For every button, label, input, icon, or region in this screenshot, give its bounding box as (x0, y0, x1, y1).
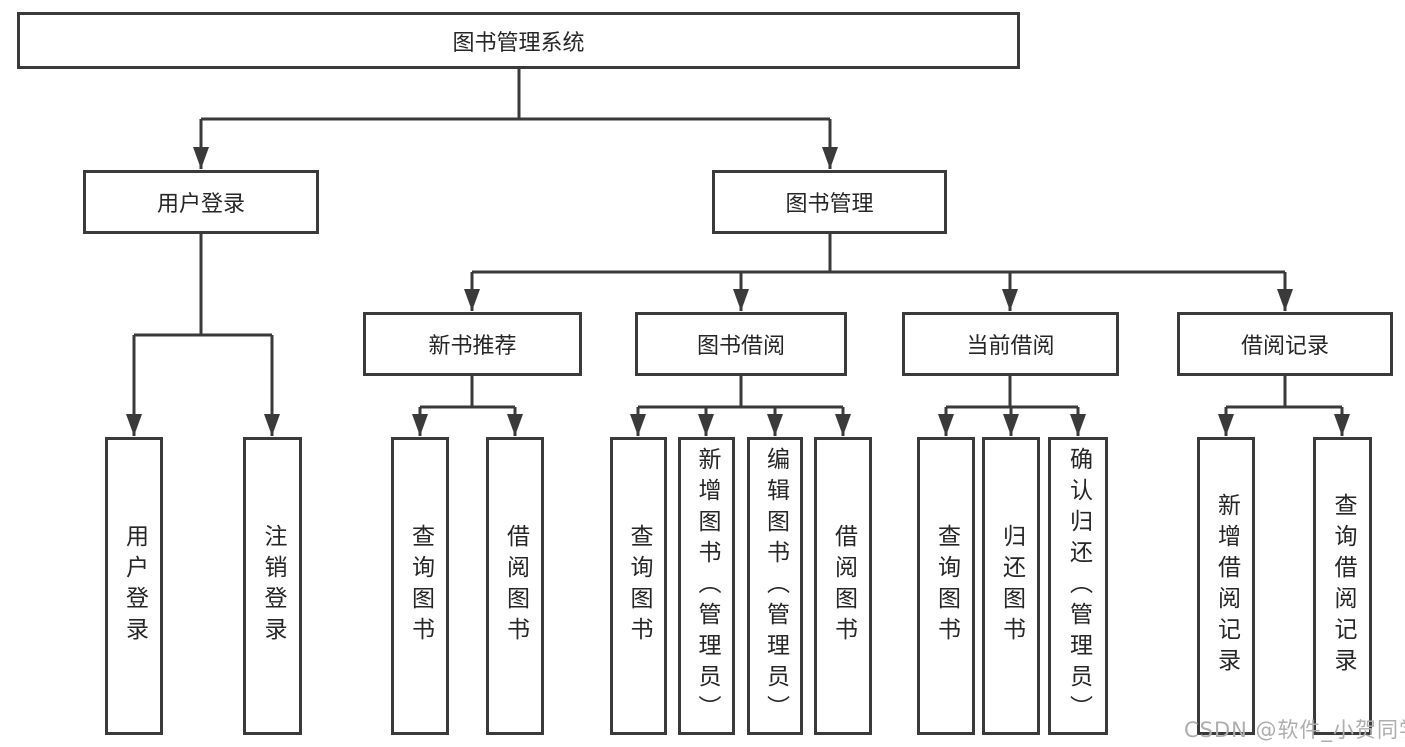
leaf-label: 查询借阅记录 (1330, 493, 1356, 679)
leaf-label: 注销登录 (260, 524, 286, 648)
leaf-query-books-recommend: 查询图书 (391, 437, 449, 735)
leaf-label: 新增图书（管理员） (694, 446, 720, 726)
node-current-borrow: 当前借阅 (902, 312, 1119, 376)
leaf-return-books: 归还图书 (982, 437, 1040, 735)
leaf-label: 查询图书 (407, 524, 434, 648)
leaf-label: 编辑图书（管理员） (762, 446, 789, 726)
leaf-confirm-return-admin: 确认归还（管理员） (1048, 437, 1108, 735)
leaf-label: 查询图书 (626, 524, 652, 648)
node-book-management: 图书管理 (712, 170, 947, 234)
leaf-label: 确认归还（管理员） (1065, 446, 1092, 726)
leaf-label: 借阅图书 (502, 524, 529, 648)
leaf-add-borrow-record: 新增借阅记录 (1197, 437, 1255, 735)
leaf-edit-books-admin: 编辑图书（管理员） (747, 437, 803, 735)
leaf-logout: 注销登录 (243, 437, 302, 735)
node-borrow-records: 借阅记录 (1177, 312, 1393, 376)
node-user-login: 用户登录 (83, 170, 319, 234)
leaf-label: 归还图书 (998, 524, 1025, 648)
leaf-query-borrow-record: 查询借阅记录 (1313, 437, 1372, 735)
leaf-add-books-admin: 新增图书（管理员） (678, 437, 735, 735)
leaf-query-books-current: 查询图书 (917, 437, 975, 735)
csdn-watermark: CSDN @软件_小贺同学 (1184, 718, 1405, 742)
leaf-label: 借阅图书 (830, 524, 857, 648)
leaf-label: 查询图书 (933, 524, 960, 648)
leaf-borrow-books: 借阅图书 (814, 437, 872, 735)
leaf-user-login: 用户登录 (105, 437, 163, 735)
node-library-management-system: 图书管理系统 (17, 12, 1020, 69)
leaf-label: 新增借阅记录 (1213, 493, 1240, 679)
leaf-label: 用户登录 (121, 524, 148, 648)
leaf-borrow-books-recommend: 借阅图书 (486, 437, 544, 735)
node-book-borrow: 图书借阅 (635, 312, 847, 376)
leaf-query-books-borrow: 查询图书 (610, 437, 667, 735)
node-new-book-recommend: 新书推荐 (363, 312, 582, 376)
